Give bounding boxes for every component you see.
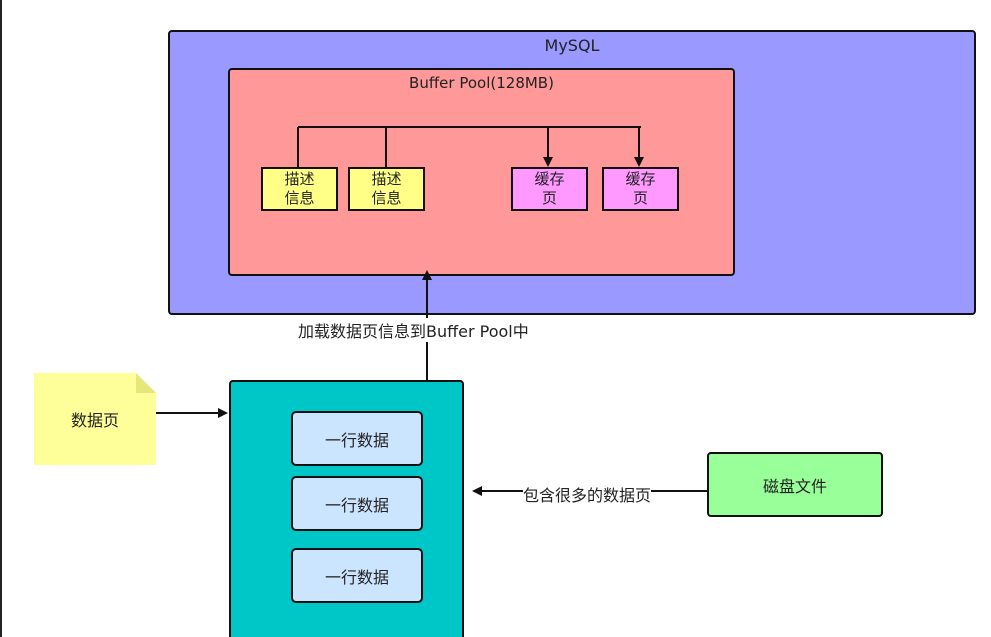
data-page-note: 数据页 xyxy=(34,373,156,465)
load-arrow-label: 加载数据页信息到Buffer Pool中 xyxy=(298,318,529,342)
cache-page-block: 缓存 页 xyxy=(602,167,679,211)
cache-page-block: 缓存 页 xyxy=(511,167,588,211)
data-page-note-label: 数据页 xyxy=(70,411,119,430)
buffer-pool-title: Buffer Pool(128MB) xyxy=(409,74,554,92)
contains-arrow-label: 包含很多的数据页 xyxy=(523,482,652,506)
left-border-line xyxy=(0,0,2,637)
data-row: 一行数据 xyxy=(291,548,423,603)
data-row: 一行数据 xyxy=(291,476,423,531)
describe-info-block: 描述 信息 xyxy=(261,167,338,211)
describe-info-block: 描述 信息 xyxy=(348,167,425,211)
mysql-title: MySQL xyxy=(544,36,600,55)
note-fold-corner xyxy=(136,373,156,393)
data-row: 一行数据 xyxy=(291,411,423,466)
disk-file-box: 磁盘文件 xyxy=(707,452,883,517)
